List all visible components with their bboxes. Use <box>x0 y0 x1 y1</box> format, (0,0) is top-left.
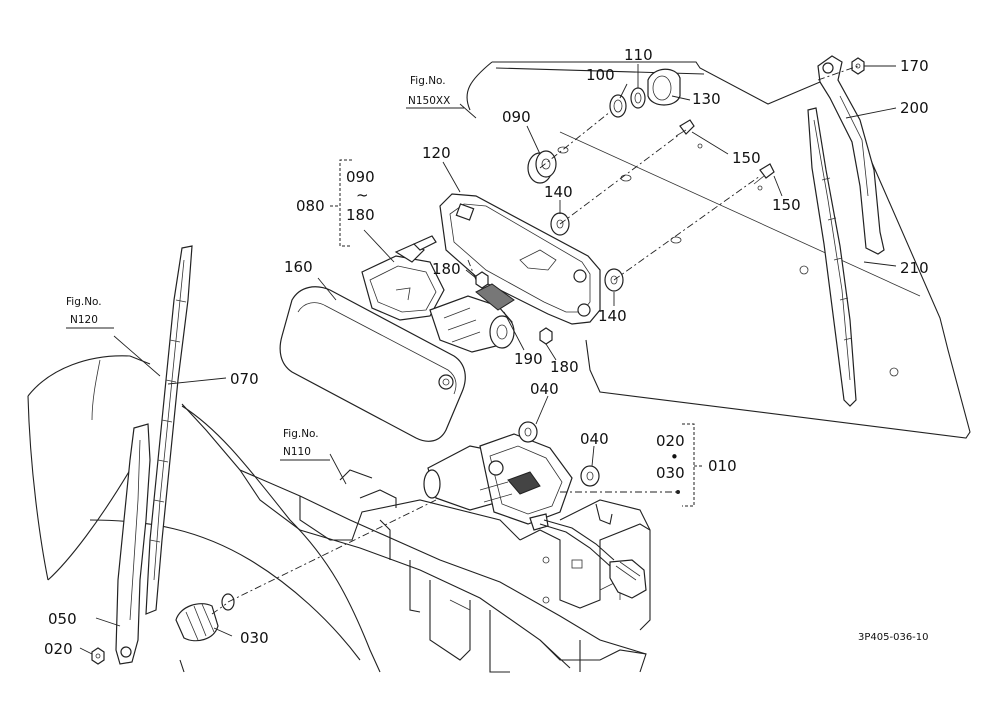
callout-040a: 040 <box>530 380 559 398</box>
callout-190: 190 <box>514 350 543 368</box>
callout-180a: 180 <box>432 260 461 278</box>
callout-120: 120 <box>422 144 451 162</box>
group-080-from: 090 <box>346 168 375 186</box>
fig-ref-n120-line1: Fig.No. <box>66 296 102 308</box>
fig-ref-n110-line1: Fig.No. <box>283 428 319 440</box>
group-010-label: 010 <box>708 457 737 475</box>
callout-170: 170 <box>900 57 929 75</box>
screw-150b <box>753 163 775 185</box>
callout-020: 020 <box>44 640 73 658</box>
group-010-to: 030 <box>656 464 685 482</box>
boot-030 <box>175 593 235 642</box>
seal-group <box>609 68 681 118</box>
upper-wiper-arm <box>817 55 885 255</box>
bracket-120 <box>439 193 601 325</box>
left-panel <box>27 355 381 673</box>
nut-020 <box>91 647 105 665</box>
fig-ref-n150-line1: Fig.No. <box>410 75 446 87</box>
front-wiper-blade <box>145 245 193 615</box>
grommet-040a <box>518 421 538 443</box>
callout-130: 130 <box>692 90 721 108</box>
grommet-090 <box>527 150 557 184</box>
callout-150a: 150 <box>732 149 761 167</box>
assembly-lines <box>211 65 859 615</box>
callout-200: 200 <box>900 99 929 117</box>
fig-ref-n120-line2: N120 <box>70 314 98 326</box>
leader-lines <box>79 64 897 655</box>
group-010-dot: • <box>670 448 679 466</box>
callout-050: 050 <box>48 610 77 628</box>
grommet-040b <box>580 465 600 487</box>
front-wiper-motor <box>423 433 647 599</box>
drawing-code: 3P405-036-10 <box>858 632 929 643</box>
screw-150a <box>675 119 695 137</box>
group-010-from: 020 <box>656 432 685 450</box>
callout-140b: 140 <box>598 307 627 325</box>
callout-070: 070 <box>230 370 259 388</box>
callout-140a: 140 <box>544 183 573 201</box>
callout-150b: 150 <box>772 196 801 214</box>
nut-180b <box>539 327 553 345</box>
front-wiper-arm <box>115 423 151 665</box>
upper-wiper-blade <box>807 107 857 407</box>
group-brackets <box>330 159 704 507</box>
fig-ref-n150-line2: N150XX <box>408 95 450 107</box>
group-080-to: 180 <box>346 206 375 224</box>
cab-frame <box>181 403 651 673</box>
fig-ref-n110-line2: N110 <box>283 446 311 458</box>
callout-160: 160 <box>284 258 313 276</box>
nut-180a <box>475 271 489 289</box>
nut-170 <box>851 57 865 75</box>
shim-190 <box>475 283 515 311</box>
rear-wiper-motor <box>361 235 515 353</box>
callout-030: 030 <box>240 629 269 647</box>
callout-180b: 180 <box>550 358 579 376</box>
callout-100: 100 <box>586 66 615 84</box>
callout-210: 210 <box>900 259 929 277</box>
group-080-tilde: ~ <box>356 186 369 204</box>
callout-090: 090 <box>502 108 531 126</box>
group-080-label: 080 <box>296 197 325 215</box>
callout-110: 110 <box>624 46 653 64</box>
callout-040b: 040 <box>580 430 609 448</box>
motor-cover-160 <box>279 286 466 442</box>
